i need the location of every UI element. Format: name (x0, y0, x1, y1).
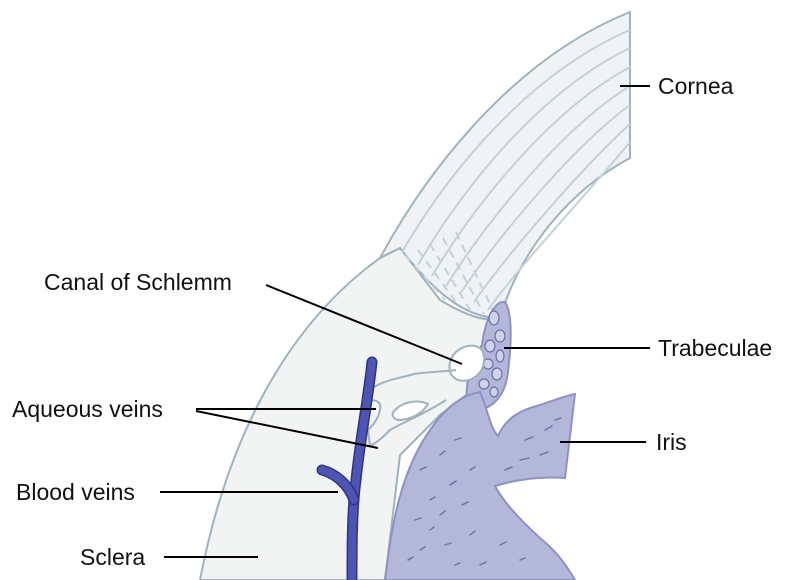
blood-vein-shape (316, 356, 378, 580)
aqueous-vein-shape (391, 400, 430, 422)
aqueous-veins-leader (195, 410, 379, 449)
label-trabeculae: Trabeculae (658, 335, 773, 361)
canal-of-schlemm-leader (265, 284, 463, 365)
label-aqueous-veins: Aqueous veins (12, 396, 163, 422)
canal-of-schlemm-shape (448, 344, 486, 382)
trabeculae-shape (465, 300, 512, 412)
cornea-shape (377, 10, 631, 320)
label-canal-of-schlemm: Canal of Schlemm (44, 269, 232, 295)
label-iris: Iris (656, 429, 687, 455)
label-sclera: Sclera (80, 544, 146, 570)
aqueous-vein-shape (371, 369, 457, 389)
iris-shape (383, 390, 577, 580)
aqueous-vein-shape (366, 399, 447, 448)
label-blood-veins: Blood veins (16, 479, 135, 505)
label-cornea: Cornea (658, 73, 734, 99)
